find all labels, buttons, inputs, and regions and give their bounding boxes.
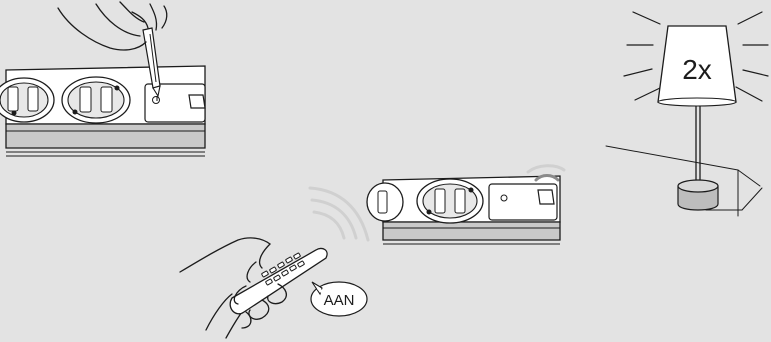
step2-power-strip-icon xyxy=(367,166,564,244)
signal-waves-icon xyxy=(310,188,368,240)
aan-label: AAN xyxy=(324,292,355,309)
remote-control-icon xyxy=(180,238,327,338)
socket-icon xyxy=(62,77,130,123)
socket-icon xyxy=(0,78,54,122)
step1-power-strip-icon xyxy=(0,66,205,156)
socket-icon xyxy=(417,179,483,223)
blink-count-label: 2x xyxy=(682,54,712,85)
socket-icon xyxy=(367,183,403,221)
table-lamp-icon: 2x xyxy=(606,12,768,216)
remote-button-label: AAN xyxy=(311,282,367,316)
